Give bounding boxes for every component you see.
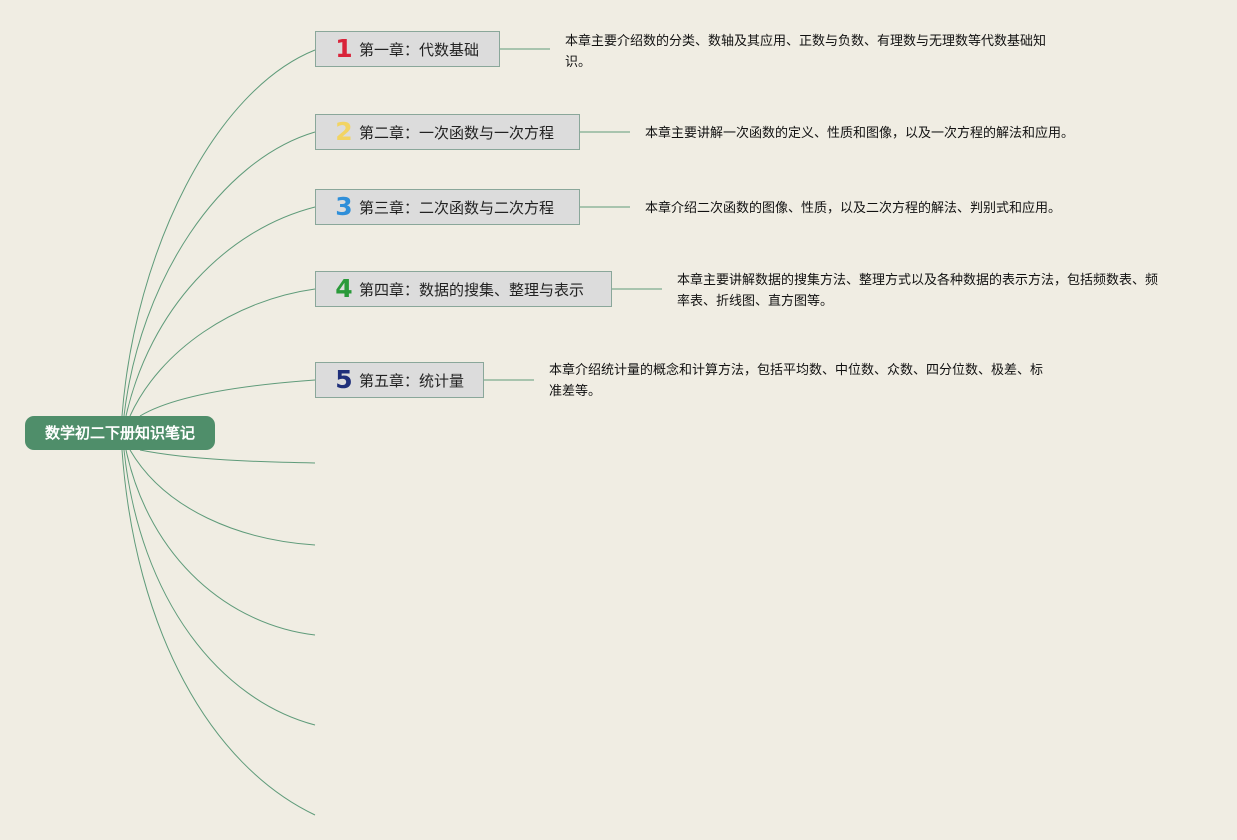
chapter-3-topic[interactable]: 3 第三章：二次函数与二次方程 (315, 189, 580, 225)
chapter-4-title: 第四章：数据的搜集、整理与表示 (359, 280, 585, 299)
connector-root-to-empty-branch-10 (121, 449, 316, 816)
connector-root-to-empty-branch-7 (129, 449, 316, 546)
connector-root-to-empty-branch-9 (123, 449, 316, 726)
connector-root-to-empty-branch-8 (125, 449, 316, 636)
number-1-icon: 1 (335, 34, 353, 63)
number-2-icon: 2 (335, 117, 353, 146)
chapter-1-description: 本章主要介绍数的分类、数轴及其应用、正数与负数、有理数与无理数等代数基础知识。 (565, 34, 1047, 70)
root-topic[interactable]: 数学初二下册知识笔记 (25, 416, 215, 450)
connector-root-to-empty-branch-6 (139, 449, 316, 464)
chapter-4-topic[interactable]: 4 第四章：数据的搜集、整理与表示 (315, 271, 612, 307)
number-5-icon: 5 (335, 365, 353, 394)
chapter-5-title: 第五章：统计量 (359, 371, 465, 390)
chapter-3-title: 第三章：二次函数与二次方程 (359, 198, 555, 217)
chapter-1-title: 第一章：代数基础 (359, 40, 480, 59)
connector-root-to-chapter-1 (121, 49, 316, 417)
number-3-icon: 3 (335, 192, 353, 221)
chapter-5-description: 本章介绍统计量的概念和计算方法，包括平均数、中位数、众数、四分位数、极差、标准差… (549, 363, 1044, 399)
chapter-2-topic[interactable]: 2 第二章：一次函数与一次方程 (315, 114, 580, 150)
connector-root-to-chapter-4 (129, 288, 316, 417)
number-4-icon: 4 (335, 274, 353, 303)
chapter-4-description: 本章主要讲解数据的搜集方法、整理方式以及各种数据的表示方法，包括频数表、频率表、… (677, 273, 1159, 309)
chapter-5-topic[interactable]: 5 第五章：统计量 (315, 362, 484, 398)
chapter-1-topic[interactable]: 1 第一章：代数基础 (315, 31, 500, 67)
root-topic-label: 数学初二下册知识笔记 (44, 424, 195, 442)
connector-root-to-chapter-5 (139, 379, 316, 417)
chapter-2-description: 本章主要讲解一次函数的定义、性质和图像，以及一次方程的解法和应用。 (645, 126, 1075, 141)
chapter-3-description: 本章介绍二次函数的图像、性质，以及二次方程的解法、判别式和应用。 (645, 201, 1062, 216)
connector-root-to-chapter-2 (123, 131, 316, 417)
connector-root-to-chapter-3 (125, 206, 316, 417)
chapter-2-title: 第二章：一次函数与一次方程 (359, 123, 555, 142)
